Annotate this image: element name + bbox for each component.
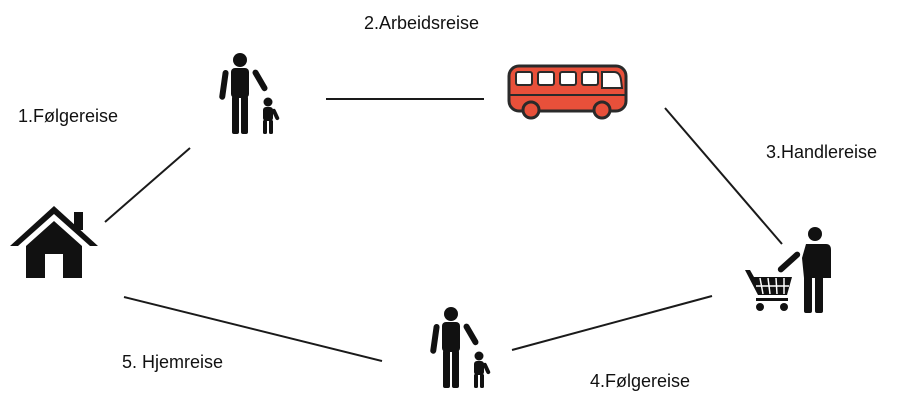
connector-parent-to-home	[123, 296, 383, 362]
step-label-4: 4.Følgereise	[590, 371, 691, 391]
connector-bus-to-shop	[664, 107, 783, 245]
connector-home-to-parent	[104, 147, 191, 223]
house-icon	[10, 206, 98, 278]
parent-child-icon	[219, 53, 280, 134]
step-label-2: 2.Arbeidsreise	[364, 13, 480, 33]
shopper-cart-icon	[745, 227, 831, 313]
step-label-1: 1.Følgereise	[18, 106, 119, 126]
step-label-3: 3.Handlereise	[766, 142, 878, 162]
step-label-5: 5. Hjemreise	[122, 352, 224, 372]
parent-child-icon	[430, 307, 491, 388]
bus-icon	[507, 64, 628, 120]
connector-shop-to-parent	[511, 295, 713, 351]
